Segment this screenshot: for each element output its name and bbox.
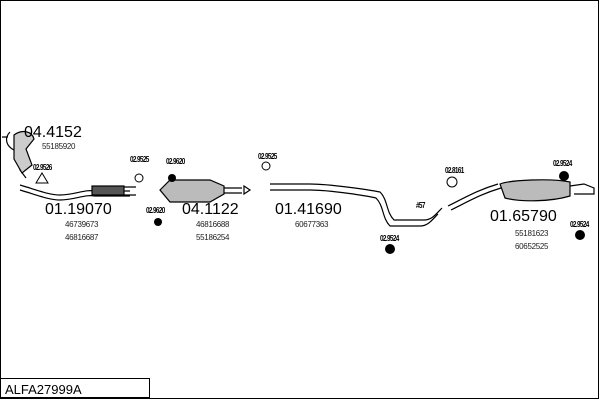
rubber-mount-icon [575,230,585,240]
fitting-label: 02.9524 [380,234,399,243]
rear-pipe [447,183,502,211]
diagram-code: ALFA27999A [0,378,150,398]
fitting-label: 02.9620 [166,157,185,166]
part-number: 01.65790 [490,208,557,225]
oem-number: 55181623 [515,229,549,238]
gasket-icon [35,172,49,184]
fitting-label: 02.9525 [130,155,149,164]
rubber-mount-icon [261,161,271,171]
rubber-mount-icon [134,173,144,183]
fitting-label: 02.9525 [258,152,277,161]
fitting-label: 02.8161 [445,166,464,175]
manifold-catalyst-shape [13,130,35,174]
fitting-label: 02.9620 [146,206,165,215]
rubber-mount-icon [446,176,458,188]
rubber-mount-icon [154,218,162,226]
part-number: 04.4152 [24,124,82,141]
rear-silencer [499,179,571,202]
fitting-label: 02.9526 [33,163,52,172]
part-number: 04.1122 [182,201,239,218]
oem-number: 60677363 [295,220,329,229]
front-pipe [19,184,130,196]
flex-section [91,185,125,196]
rubber-mount-icon [385,244,395,254]
fitting-label: 02.9524 [570,220,589,229]
fitting-label: 02.9524 [553,159,572,168]
oem-number: 55185920 [42,142,76,151]
middle-pipe [270,183,443,227]
fitting-label: #57 [416,201,425,210]
rubber-mount-icon [559,171,569,181]
part-number: 01.41690 [275,201,342,218]
oem-number: 46739673 [65,220,99,229]
oem-number: 46816687 [65,233,99,242]
oem-number: 60652525 [515,242,549,251]
catalytic-converter [159,179,225,203]
oem-number: 55186254 [196,233,230,242]
part-number: 01.19070 [45,201,112,218]
rubber-mount-icon [168,174,176,182]
oem-number: 46816688 [196,220,230,229]
